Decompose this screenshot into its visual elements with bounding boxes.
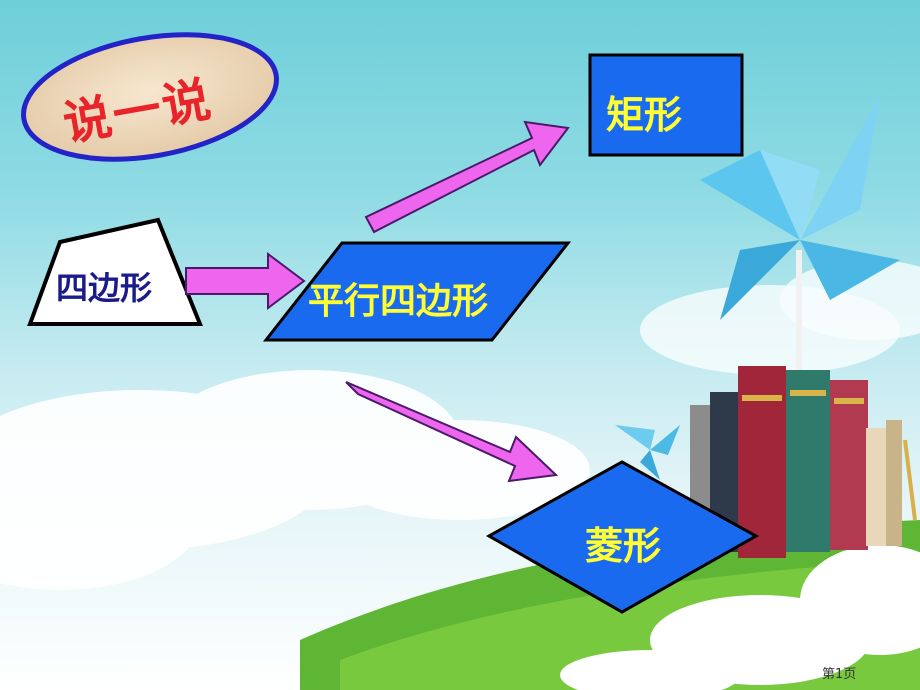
quadrilateral-label: 四边形 [56,269,153,307]
arrow-to-rhombus [345,381,559,483]
parallelogram-shape [262,241,572,342]
small-pinwheel-icon [615,425,680,480]
parallelogram-label: 平行四边形 [308,281,489,322]
rectangle-shape [588,53,744,157]
badge-ellipse [21,32,279,162]
page-number: 第1页 [822,667,857,682]
pinwheel-icon [700,95,900,550]
arrow-to-rectangle [364,120,570,234]
arrow-to-parallelogram [185,252,306,310]
rhombus-label: 菱形 [585,524,662,568]
quadrilateral-shape [27,217,203,326]
rhombus-shape [485,460,760,614]
rectangle-label: 矩形 [606,93,683,137]
